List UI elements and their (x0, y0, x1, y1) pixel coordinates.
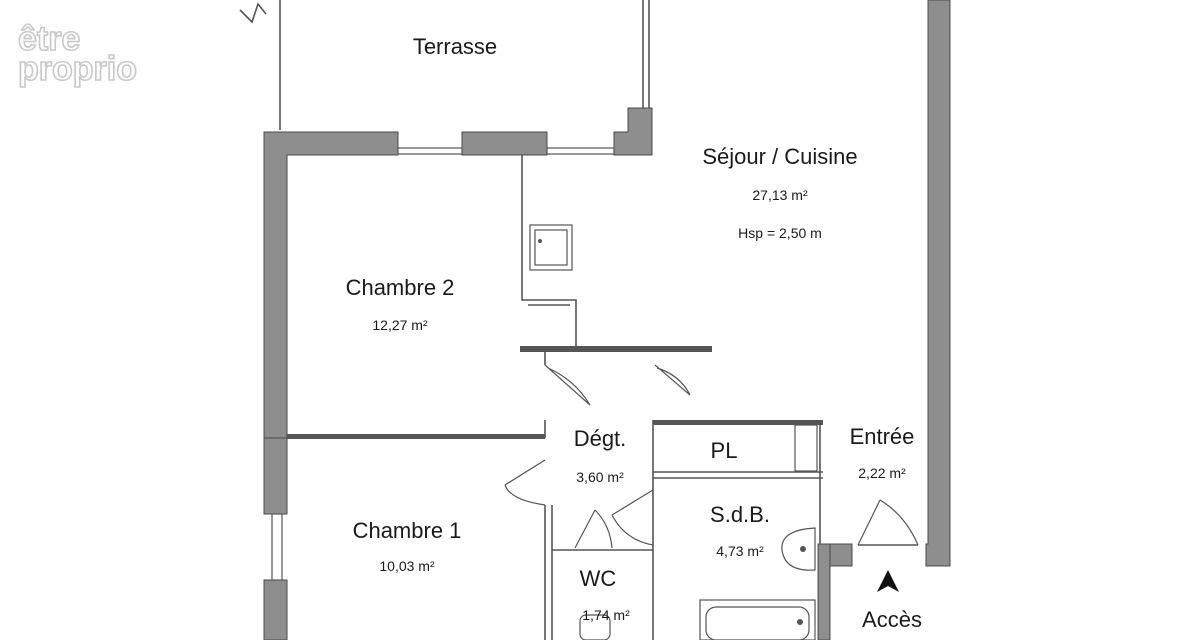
washbasin-icon (781, 527, 816, 571)
logo: être proprio (17, 19, 138, 89)
chambre1-label: Chambre 1 (353, 518, 462, 543)
doors (504, 364, 919, 549)
chambre2-label: Chambre 2 (346, 275, 455, 300)
degt-label: Dégt. (574, 426, 627, 451)
fixtures (529, 224, 816, 640)
toilet-icon (579, 614, 611, 640)
degt-area: 3,60 m² (576, 469, 624, 485)
north-arrow-icon (239, 2, 267, 24)
windows (271, 147, 615, 581)
entree-label: Entrée (850, 424, 915, 449)
wc-label: WC (580, 566, 617, 591)
exterior-walls (263, 0, 951, 640)
sejour-area: 27,13 m² (752, 187, 808, 203)
sejour-height: Hsp = 2,50 m (738, 225, 822, 241)
sejour-label: Séjour / Cuisine (702, 144, 857, 169)
logo-line2: proprio (18, 50, 137, 88)
entry-arrow-icon (877, 570, 899, 592)
interior-walls (287, 155, 823, 640)
wc-area: 1,74 m² (582, 607, 630, 623)
logo-line1: être (18, 20, 80, 58)
entree-area: 2,22 m² (858, 465, 906, 481)
terrasse-outline (279, 0, 650, 130)
chambre1-area: 10,03 m² (379, 558, 435, 574)
pl-label: PL (711, 438, 738, 463)
sdb-label: S.d.B. (710, 502, 770, 527)
sdb-area: 4,73 m² (716, 543, 764, 559)
terrasse-label: Terrasse (413, 34, 497, 59)
chambre2-area: 12,27 m² (372, 317, 428, 333)
acces-label: Accès (862, 607, 922, 632)
